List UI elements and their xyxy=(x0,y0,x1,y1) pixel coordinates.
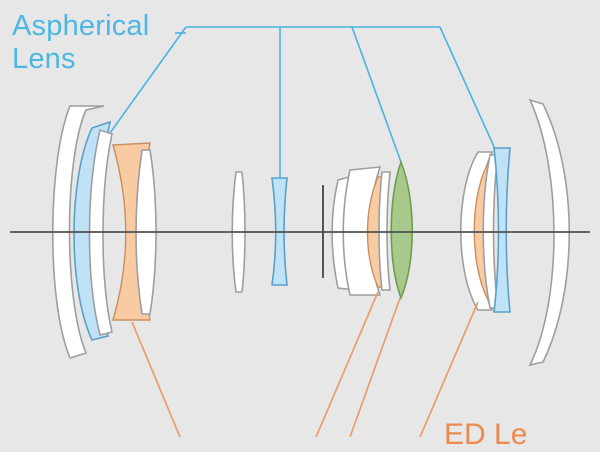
middle-group-rear-lens xyxy=(378,171,391,291)
ed-leader-front xyxy=(131,321,181,437)
lens-construction-diagram xyxy=(10,26,590,437)
rear-aspherical-lens xyxy=(493,147,511,313)
aspherical-leader-lines xyxy=(104,26,501,178)
ed-leader-green xyxy=(349,297,401,437)
aspherical-label-line2: Lens xyxy=(12,43,76,75)
ed-leader-middle xyxy=(315,291,379,437)
aspherical-leader-to-front xyxy=(104,26,187,141)
middle-special-lens xyxy=(390,159,414,301)
ed-leader-lines xyxy=(131,291,479,437)
front-meniscus-lens xyxy=(51,105,105,359)
ed-leader-rear xyxy=(419,301,479,437)
ed-lens-label: ED Le xyxy=(444,418,528,451)
aspherical-leader-to-rear xyxy=(439,26,501,161)
rear-large-meniscus-lens xyxy=(528,98,570,367)
aspherical-label-line1: Aspherical xyxy=(12,10,150,42)
aspherical-lens-label: Aspherical Lens xyxy=(12,10,149,76)
aspherical-leader-to-green xyxy=(351,26,402,163)
